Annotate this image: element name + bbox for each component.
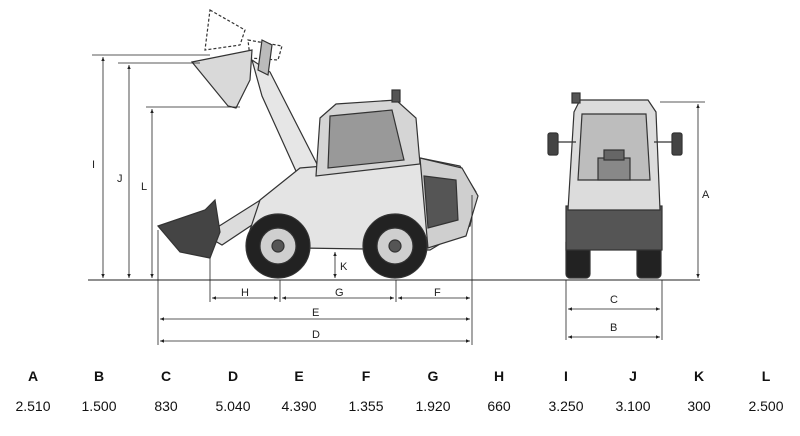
label-F: F <box>434 287 441 299</box>
raised-bucket <box>190 49 253 109</box>
spec-key: B <box>93 368 105 384</box>
spec-column-l: L 2.500 <box>733 368 799 414</box>
spec-key: E <box>294 368 304 384</box>
spec-column-h: H 660 <box>466 368 532 414</box>
side-view-loader <box>156 9 479 279</box>
spec-key: I <box>564 368 568 384</box>
raised-bucket-ghost <box>204 9 246 51</box>
label-L: L <box>141 181 147 193</box>
spec-key: F <box>361 368 371 384</box>
spec-value: 1.920 <box>415 398 451 414</box>
loader-dimension-diagram: I J L K H G F E D <box>88 9 710 345</box>
spec-value: 5.040 <box>215 398 251 414</box>
label-J: J <box>117 173 123 185</box>
spec-column-k: K 300 <box>666 368 732 414</box>
spec-value: 3.250 <box>548 398 584 414</box>
label-K: K <box>340 261 348 273</box>
spec-value: 660 <box>487 398 511 414</box>
spec-key: K <box>693 368 705 384</box>
spec-key: H <box>493 368 505 384</box>
spec-key: A <box>27 368 39 384</box>
label-D: D <box>312 329 320 341</box>
spec-column-g: G 1.920 <box>400 368 466 414</box>
spec-column-i: I 3.250 <box>533 368 599 414</box>
spec-column-j: J 3.100 <box>600 368 666 414</box>
label-B: B <box>610 322 617 334</box>
spec-key: J <box>629 368 637 384</box>
spec-value: 1.500 <box>81 398 117 414</box>
spec-column-f: F 1.355 <box>333 368 399 414</box>
label-G: G <box>335 287 344 299</box>
label-E: E <box>312 307 319 319</box>
loader-boom <box>250 58 321 181</box>
spec-value: 300 <box>687 398 711 414</box>
spec-column-b: B 1.500 <box>66 368 132 414</box>
spec-value: 830 <box>154 398 178 414</box>
vertical-dimensions <box>92 54 337 278</box>
spec-value: 2.500 <box>748 398 784 414</box>
spec-value: 1.355 <box>348 398 384 414</box>
label-C: C <box>610 294 618 306</box>
spec-key: C <box>160 368 172 384</box>
spec-value: 2.510 <box>15 398 51 414</box>
spec-column-c: C 830 <box>133 368 199 414</box>
label-A: A <box>702 189 710 201</box>
spec-value: 3.100 <box>615 398 651 414</box>
spec-column-a: A 2.510 <box>0 368 66 414</box>
spec-key: D <box>227 368 239 384</box>
spec-value: 4.390 <box>281 398 317 414</box>
front-dimensions <box>565 101 705 340</box>
label-I: I <box>92 159 95 171</box>
front-view-loader <box>547 92 683 279</box>
rear-wheel <box>362 213 428 279</box>
spec-column-e: E 4.390 <box>266 368 332 414</box>
spec-key: L <box>761 368 771 384</box>
label-H: H <box>241 287 249 299</box>
lowered-bucket <box>156 198 221 259</box>
spec-key: G <box>427 368 439 384</box>
spec-column-d: D 5.040 <box>200 368 266 414</box>
left-mirror <box>547 132 559 156</box>
right-mirror <box>671 132 683 156</box>
front-wheel <box>245 213 311 279</box>
horizontal-dimensions <box>157 195 473 345</box>
